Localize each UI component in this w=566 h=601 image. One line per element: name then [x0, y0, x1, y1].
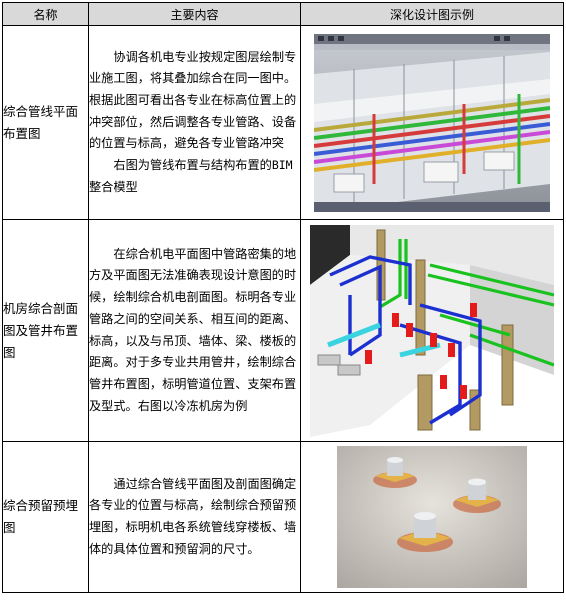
header-content: 主要内容	[88, 2, 301, 26]
example-figure-cell	[300, 25, 564, 220]
row-name: 综合预留预埋图	[2, 441, 89, 593]
row-content: 通过综合管线平面图及剖面图确定各专业的位置与标高，绘制综合预留预埋图，标明机电各…	[88, 441, 301, 593]
bim-model-image	[314, 33, 550, 212]
table-header-row: 名称 主要内容 深化设计图示例	[2, 2, 564, 26]
row-paragraph: 协调各机电专业按规定图层绘制专业施工图，将其叠加综合在同一图中。根据此图可看出各…	[89, 49, 297, 151]
row-paragraph: 在综合机电平面图中管路密集的地方及平面图无法准确表现设计意图的时候，绘制综合机电…	[89, 246, 297, 413]
table-row: 综合预留预埋图 通过综合管线平面图及剖面图确定各专业的位置与标高，绘制综合预留预…	[2, 441, 564, 593]
design-table: 名称 主要内容 深化设计图示例 综合管线平面布置图 协调各机电专业按规定图层绘制…	[2, 2, 564, 593]
row-content: 在综合机电平面图中管路密集的地方及平面图无法准确表现设计意图的时候，绘制综合机电…	[88, 219, 301, 442]
embedded-sleeve-photo	[337, 446, 527, 588]
example-figure-cell	[300, 441, 564, 593]
header-name: 名称	[2, 2, 89, 26]
row-name: 机房综合剖面图及管井布置图	[2, 219, 89, 442]
table-row: 综合管线平面布置图 协调各机电专业按规定图层绘制专业施工图，将其叠加综合在同一图…	[2, 25, 564, 220]
row-paragraph: 右图为管线布置与结构布置的BIM整合模型	[89, 158, 293, 194]
row-paragraph: 通过综合管线平面图及剖面图确定各专业的位置与标高，绘制综合预留预埋图，标明机电各…	[89, 476, 297, 556]
chiller-room-section-image	[310, 224, 554, 437]
header-example: 深化设计图示例	[300, 2, 564, 26]
row-name: 综合管线平面布置图	[2, 25, 89, 220]
example-figure-cell	[300, 219, 564, 442]
row-content: 协调各机电专业按规定图层绘制专业施工图，将其叠加综合在同一图中。根据此图可看出各…	[88, 25, 301, 220]
table-row: 机房综合剖面图及管井布置图 在综合机电平面图中管路密集的地方及平面图无法准确表现…	[2, 219, 564, 442]
